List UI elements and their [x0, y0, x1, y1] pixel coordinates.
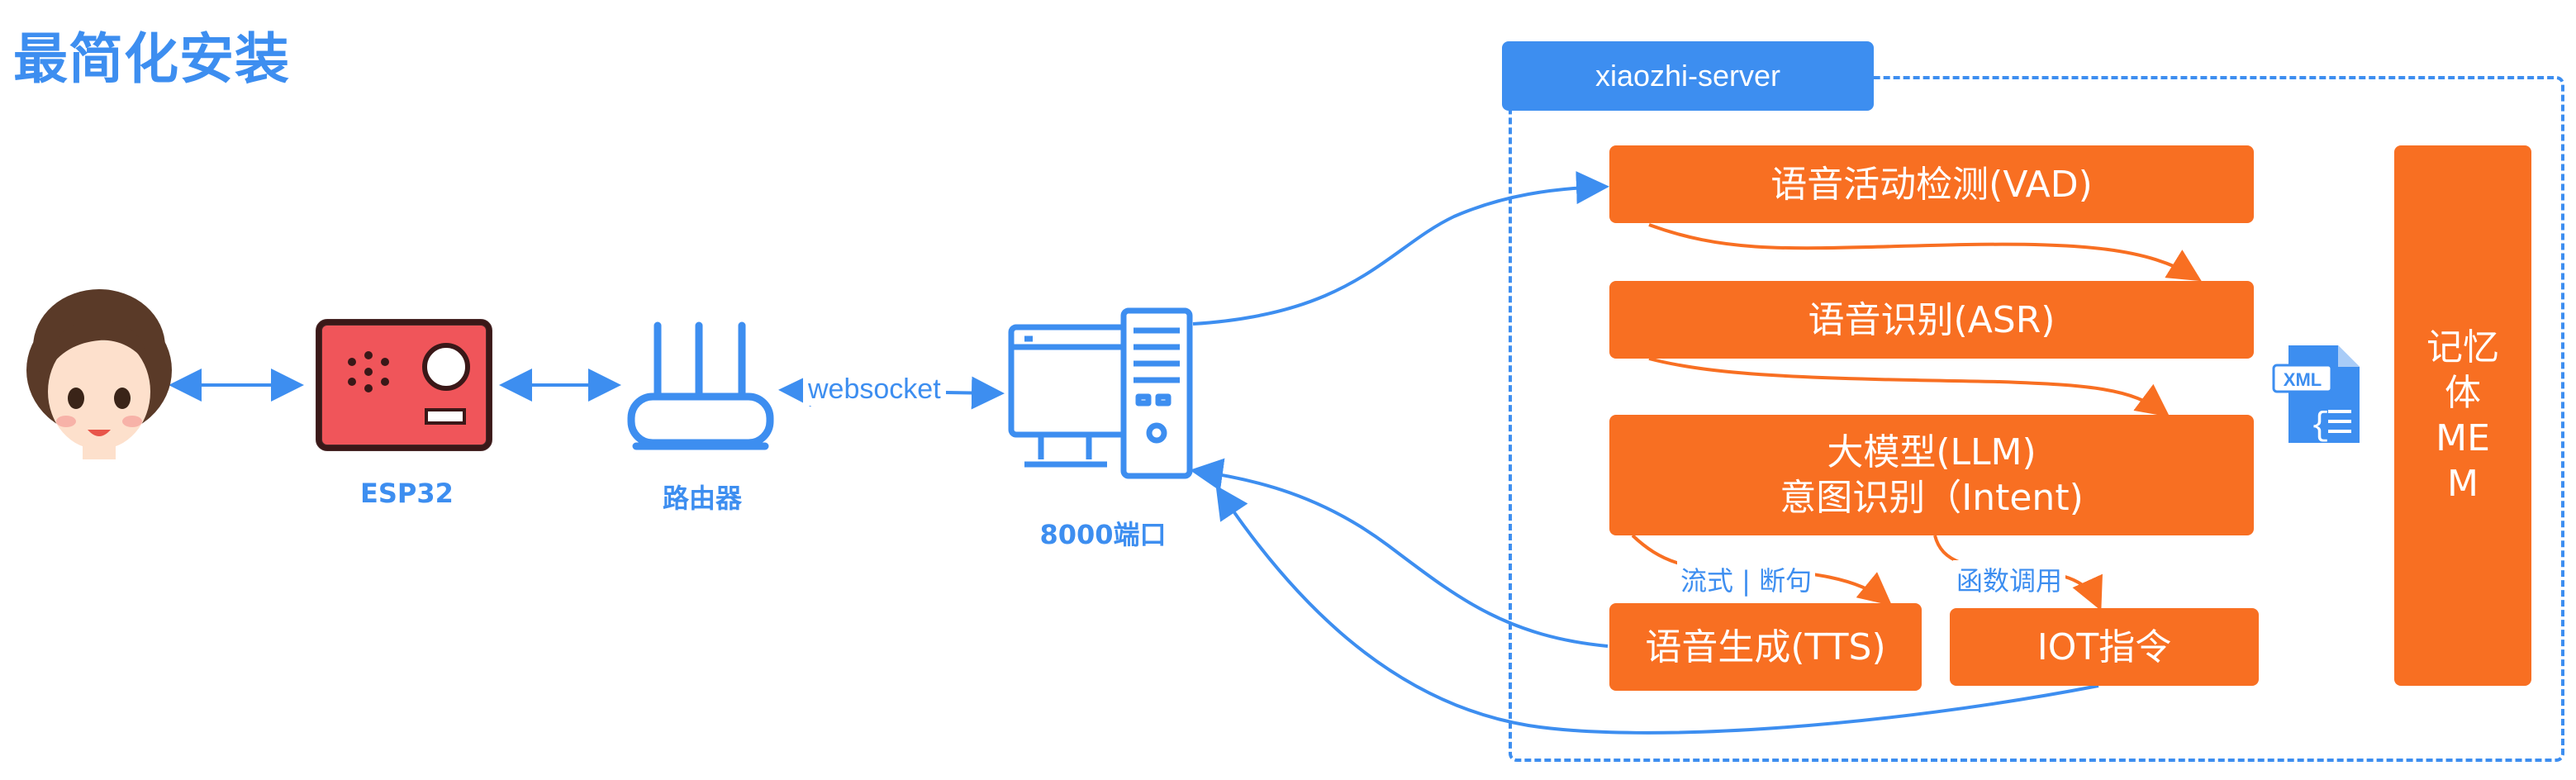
arrow-server-vad: [1192, 171, 1609, 326]
server-tag: xiaozhi-server: [1502, 41, 1874, 111]
arrow-asr-llm: [1648, 357, 2170, 417]
svg-text:XML: XML: [2284, 369, 2322, 390]
server-computer-icon: [1008, 307, 1193, 479]
router-label: 路由器: [662, 483, 742, 514]
server-frame: [1509, 76, 2564, 762]
arrow-iot-server: [1215, 485, 2099, 735]
function-call-label: 函数调用: [1953, 560, 2066, 598]
asr-box: 语音识别(ASR): [1609, 281, 2254, 359]
svg-text:{: {: [2310, 408, 2330, 445]
router-icon: [627, 321, 774, 450]
arrow-tts-server: [1190, 458, 1609, 648]
memory-box: 记忆 体 ME M: [2394, 145, 2531, 686]
vad-box: 语音活动检测(VAD): [1609, 145, 2254, 223]
esp32-label: ESP32: [360, 478, 454, 509]
websocket-label: websocket: [803, 373, 946, 406]
server-port-label: 8000端口: [1039, 519, 1167, 550]
arrow-vad-asr: [1648, 223, 2202, 282]
tts-box: 语音生成(TTS): [1609, 603, 1922, 691]
esp32-icon: [316, 319, 492, 451]
iot-box: IOT指令: [1950, 608, 2259, 686]
stream-label: 流式 | 断句: [1677, 560, 1816, 598]
page-title: 最简化安装: [13, 27, 290, 91]
xml-file-icon: XML {: [2272, 345, 2360, 445]
llm-intent-box: 大模型(LLM) 意图识别（Intent): [1609, 415, 2254, 535]
user-avatar: [26, 289, 172, 459]
